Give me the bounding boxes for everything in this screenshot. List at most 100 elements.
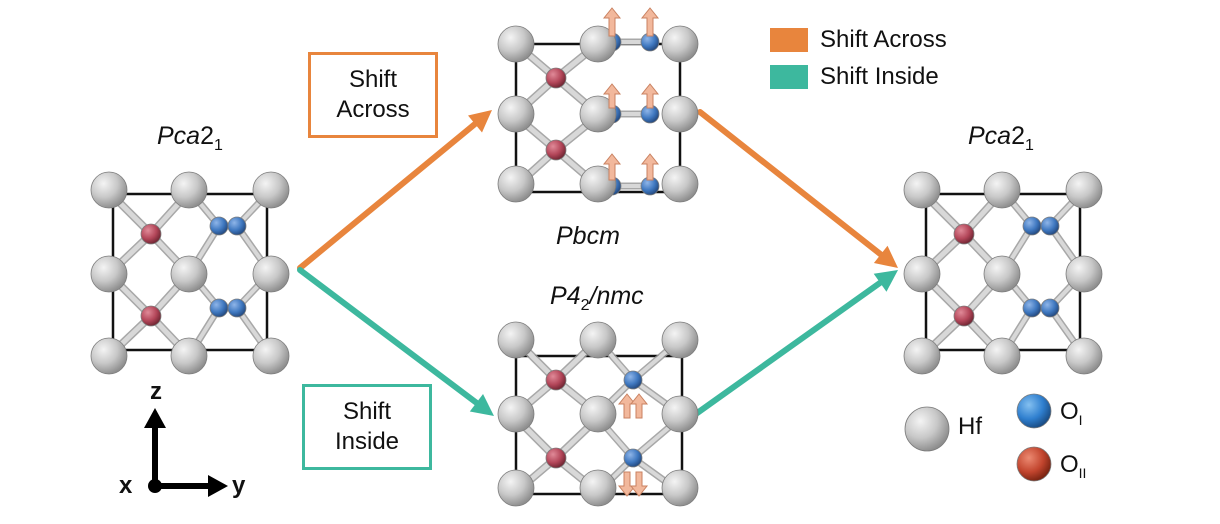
title-right-sub: 1 [1025,137,1034,154]
key-label-o1: OI [1060,398,1083,428]
hafnium-atom [661,25,699,63]
oxygen-i-atom [209,298,229,318]
shift-across-line1: Shift [348,66,397,93]
title-bottom-name-a: P4 [550,282,581,310]
key-hf-text: Hf [958,413,982,440]
title-left-structure: Pca21 [157,122,223,155]
hafnium-atom [497,25,535,63]
hafnium-atom [983,337,1021,375]
legend-hafnium-atom [904,406,950,452]
hafnium-atom [170,255,208,293]
shift-inside-box: Shift Inside [302,384,432,470]
hafnium-atom [497,321,535,359]
legend-oxygen-i-atom [1016,393,1052,429]
legend-shift-across: Shift Across [770,26,947,54]
oxygen-i-atom [209,216,229,236]
arrow-pca-to-pbcm-head [468,110,492,133]
hafnium-atom [170,171,208,209]
hafnium-atom [1065,337,1103,375]
oxygen-ii-atom [140,305,162,327]
axes-icon [144,408,228,497]
axis-label-y: y [232,472,245,500]
legend-shift-inside: Shift Inside [770,63,939,91]
hafnium-atom [170,337,208,375]
axis-label-z: z [150,378,162,406]
key-o1-text: O [1060,398,1079,425]
legend-label-inside: Shift Inside [820,63,939,90]
displacement-arrow [602,83,622,109]
hafnium-atom [1065,171,1103,209]
hafnium-atom [497,95,535,133]
displacement-arrow [640,83,660,109]
axis-y-text: y [232,472,246,499]
legend-swatch-across [770,28,808,52]
hafnium-atom [90,171,128,209]
oxygen-i-atom [623,448,643,468]
title-bottom-structure: P42/nmc [550,282,644,315]
hafnium-atom [661,395,699,433]
oxygen-i-atom [227,216,247,236]
hafnium-atom [90,255,128,293]
transition-arrows [297,109,898,419]
title-left-num: 2 [200,122,214,150]
hafnium-atom [579,25,617,63]
hafnium-atom [579,395,617,433]
title-left-sub: 1 [214,137,223,154]
hafnium-atom [497,395,535,433]
arrow-p42nmc-to-pca-head [873,270,898,292]
hafnium-atom [903,337,941,375]
title-right-structure: Pca21 [968,122,1034,155]
axis-label-x: x [119,472,132,500]
oxygen-ii-atom [545,369,567,391]
axis-z-head [144,408,166,428]
oxygen-ii-atom [953,223,975,245]
key-label-o2: OII [1060,451,1086,481]
title-bottom-sub: 2 [580,297,590,314]
shift-across-line2: Across [336,96,410,123]
hafnium-atom [579,469,617,507]
oxygen-i-atom [1040,298,1060,318]
title-bottom-name-b: /nmc [589,282,644,310]
title-right-name: Pca [968,122,1012,150]
hafnium-atom [497,165,535,203]
displacement-arrow [640,7,660,37]
axis-x-dot [148,479,162,493]
key-o2-sub: II [1078,464,1087,481]
hafnium-atom [252,337,290,375]
hafnium-atom [579,321,617,359]
hafnium-atom [579,95,617,133]
title-right-num: 2 [1011,122,1025,150]
hafnium-atom [252,255,290,293]
displacement-arrow [640,153,660,181]
oxygen-i-atom [1022,298,1042,318]
displacement-arrow [602,153,622,181]
oxygen-i-atom [1022,216,1042,236]
hafnium-atom [1065,255,1103,293]
legend-graphics [904,393,1052,482]
title-top-structure: Pbcm [556,222,620,251]
arrow-pbcm-to-pca-head [873,245,898,268]
hafnium-atom [983,171,1021,209]
legend-oxygen-ii-atom [1016,446,1052,482]
oxygen-i-atom [227,298,247,318]
hafnium-atom [661,95,699,133]
structure-pca21-left [90,171,290,375]
axis-x-text: x [119,472,133,499]
displacement-arrow [602,7,622,37]
key-label-hf: Hf [958,413,982,441]
key-o2-text: O [1060,451,1079,478]
legend-label-across: Shift Across [820,26,947,53]
arrow-pca-to-p42nmc-head [469,393,494,416]
hafnium-atom [983,255,1021,293]
oxygen-i-atom [623,370,643,390]
hafnium-atom [903,255,941,293]
title-top-name: Pbcm [556,222,620,250]
arrow-pca-to-pbcm-shaft [297,120,479,271]
shift-inside-line1: Shift [342,398,391,425]
hafnium-atom [661,469,699,507]
hafnium-atom [497,469,535,507]
structure-p42nmc [497,321,699,507]
hafnium-atom [903,171,941,209]
